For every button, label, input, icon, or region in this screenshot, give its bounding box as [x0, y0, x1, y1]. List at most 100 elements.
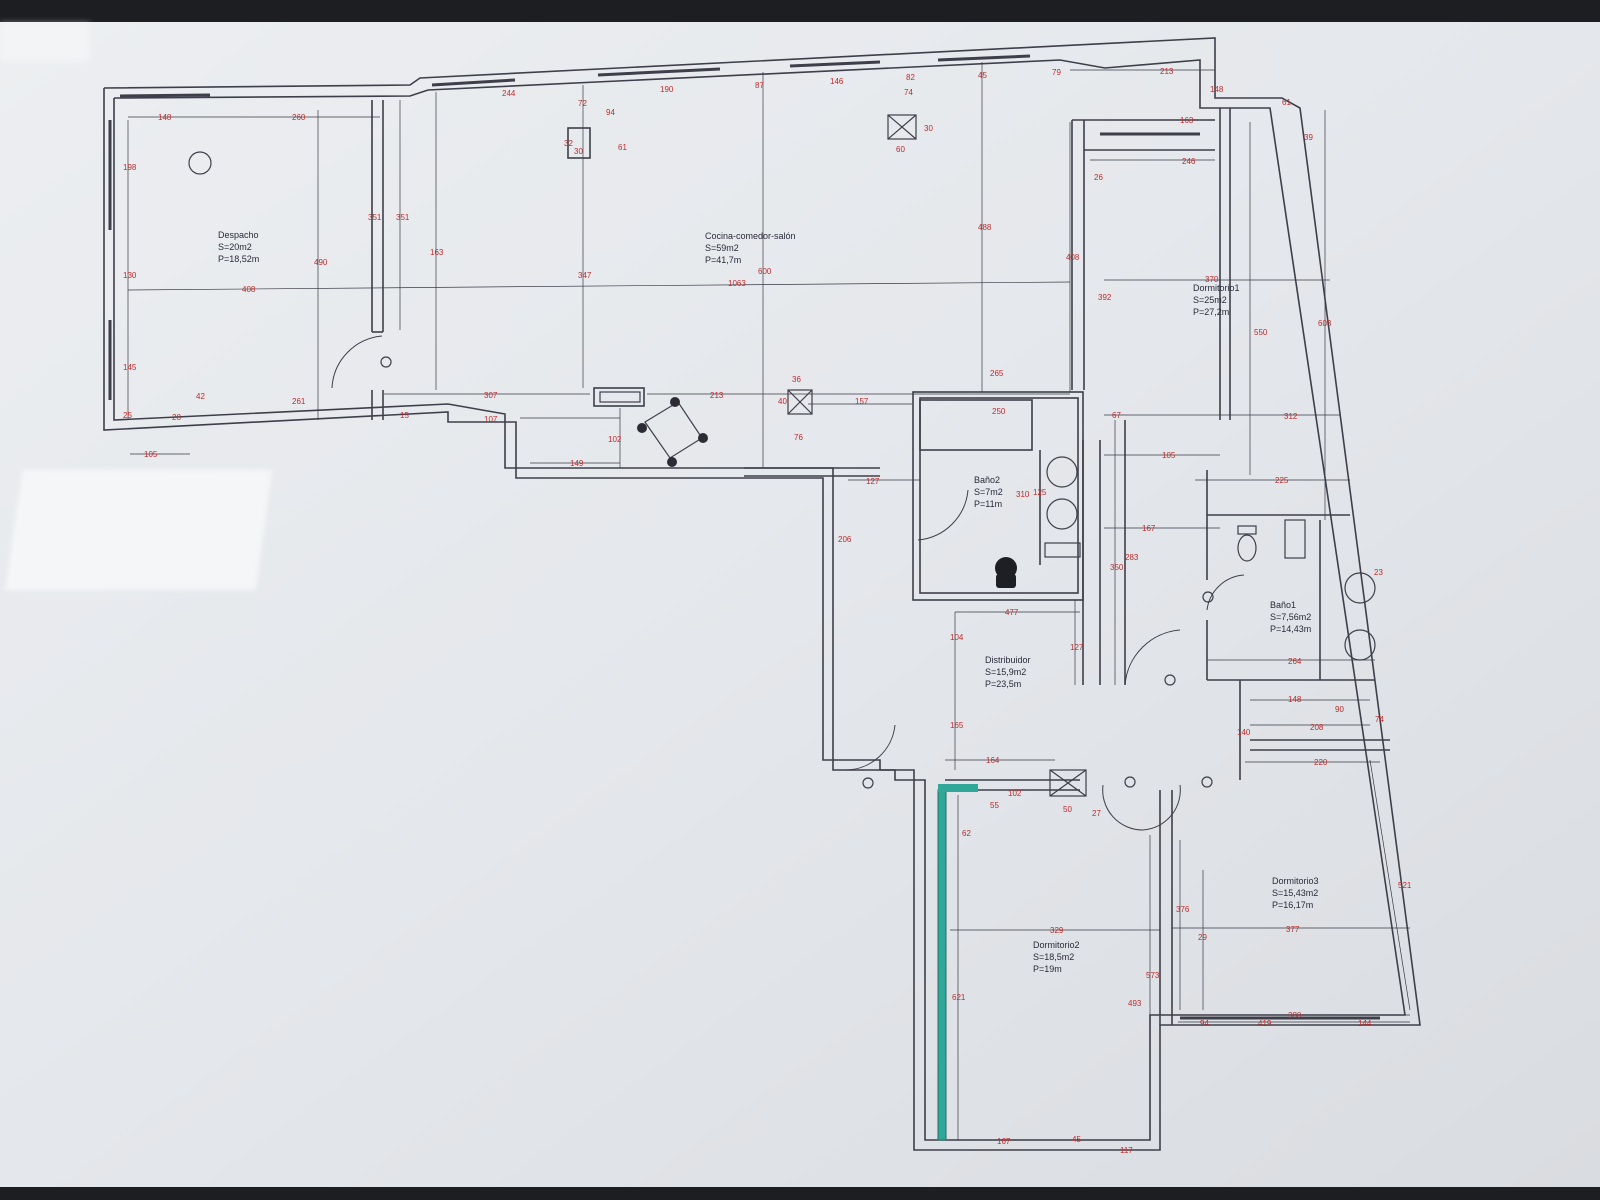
room-labels: Despacho S=20m2 P=18,52m Cocina-comedor-…	[218, 230, 1319, 974]
dim-label: 61	[618, 143, 627, 152]
dim-label: 603	[1318, 319, 1332, 328]
dim-label: 39	[1304, 133, 1313, 142]
dim-label: 167	[1142, 524, 1156, 533]
cocina-area: S=59m2	[705, 243, 739, 253]
distribuidor-area: S=15,9m2	[985, 667, 1026, 677]
dim-label: 72	[578, 99, 587, 108]
dim-label: 208	[1310, 723, 1324, 732]
dim-label: 102	[608, 435, 622, 444]
bano2-perimeter: P=11m	[974, 499, 1002, 509]
dim-label: 15	[400, 411, 409, 420]
dim-label: 490	[314, 258, 328, 267]
dim-label: 167	[997, 1137, 1011, 1146]
dim-label: 600	[758, 267, 772, 276]
dimension-labels: 148 260 244 190 87 146 82 45 79 213 148 …	[123, 67, 1412, 1155]
dim-label: 250	[992, 407, 1006, 416]
dim-label: 30	[574, 147, 583, 156]
dim-label: 146	[830, 77, 844, 86]
dim-label: 350	[1110, 563, 1124, 572]
dim-label: 87	[755, 81, 764, 90]
dim-label: 244	[502, 89, 516, 98]
dim-label: 104	[950, 633, 964, 642]
dim-label: 26	[1094, 173, 1103, 182]
dim-label: 376	[1176, 905, 1190, 914]
cocina-name: Cocina-comedor-salón	[705, 231, 796, 241]
dim-label: 351	[368, 213, 382, 222]
dim-label: 488	[978, 223, 992, 232]
screen-glare	[0, 22, 90, 62]
dim-label: 117	[1120, 1146, 1133, 1155]
paper-background	[0, 22, 1600, 1187]
dim-label: 225	[1275, 476, 1289, 485]
dim-label: 347	[578, 271, 592, 280]
dim-label: 165	[950, 721, 964, 730]
dim-label: 419	[1258, 1019, 1272, 1028]
dormitorio3-perimeter: P=16,17m	[1272, 900, 1313, 910]
dim-label: 60	[896, 145, 905, 154]
dim-label: 105	[144, 450, 158, 459]
dim-label: 145	[123, 363, 137, 372]
dim-label: 74	[1375, 715, 1384, 724]
dim-label: 310	[1016, 490, 1030, 499]
dormitorio2-perimeter: P=19m	[1033, 964, 1062, 974]
dim-label: 149	[570, 459, 584, 468]
dim-label: 29	[1198, 933, 1207, 942]
dim-label: 144	[1358, 1019, 1372, 1028]
dim-label: 50	[1063, 805, 1072, 814]
dim-label: 392	[1098, 293, 1112, 302]
dim-label: 127	[1070, 643, 1084, 652]
dim-label: 265	[990, 369, 1004, 378]
dim-label: 36	[792, 375, 801, 384]
dim-label: 25	[123, 411, 132, 420]
dormitorio1-name: Dormitorio1	[1193, 283, 1240, 293]
dim-label: 260	[292, 113, 306, 122]
dim-label: 573	[1146, 971, 1160, 980]
dormitorio1-perimeter: P=27,2m	[1193, 307, 1229, 317]
dim-label: 107	[484, 415, 498, 424]
dim-label: 45	[1072, 1135, 1081, 1144]
dim-label: 27	[1092, 809, 1101, 818]
dim-label: 1063	[728, 279, 746, 288]
dim-label: 40	[778, 397, 787, 406]
dim-label: 28	[172, 413, 181, 422]
dim-label: 148	[1288, 695, 1302, 704]
dim-label: 246	[1182, 157, 1196, 166]
dim-label: 621	[952, 993, 966, 1002]
dim-label: 213	[710, 391, 724, 400]
dim-label: 127	[866, 477, 880, 486]
dim-label: 23	[1374, 568, 1383, 577]
despacho-perimeter: P=18,52m	[218, 254, 259, 264]
bano1-area: S=7,56m2	[1270, 612, 1311, 622]
dim-label: 370	[1205, 275, 1219, 284]
green-accent-wall	[937, 789, 947, 1141]
bano1-perimeter: P=14,43m	[1270, 624, 1311, 634]
dim-label: 82	[906, 73, 915, 82]
dim-label: 377	[1286, 925, 1300, 934]
screen-glare	[5, 470, 273, 590]
dim-label: 493	[1128, 999, 1142, 1008]
cocina-perimeter: P=41,7m	[705, 255, 741, 265]
dim-label: 140	[1237, 728, 1251, 737]
dormitorio2-name: Dormitorio2	[1033, 940, 1080, 950]
distribuidor-perimeter: P=23,5m	[985, 679, 1021, 689]
dormitorio1-area: S=25m2	[1193, 295, 1227, 305]
dim-label: 164	[986, 756, 1000, 765]
dim-label: 220	[1314, 758, 1328, 767]
dim-label: 521	[1398, 881, 1412, 890]
dim-label: 351	[396, 213, 410, 222]
dimension-lines	[127, 62, 1411, 1141]
dim-label: 477	[1005, 608, 1019, 617]
dim-label: 163	[430, 248, 444, 257]
shower-symbol	[995, 557, 1017, 588]
dim-label: 190	[660, 85, 674, 94]
dim-label: 102	[1008, 789, 1022, 798]
table-chairs	[637, 397, 708, 467]
dim-label: 30	[924, 124, 933, 133]
dim-label: 94	[606, 108, 615, 117]
dim-label: 283	[1125, 553, 1139, 562]
dim-label: 105	[1162, 451, 1176, 460]
dim-label: 148	[158, 113, 172, 122]
green-accent-ledge	[938, 784, 978, 792]
